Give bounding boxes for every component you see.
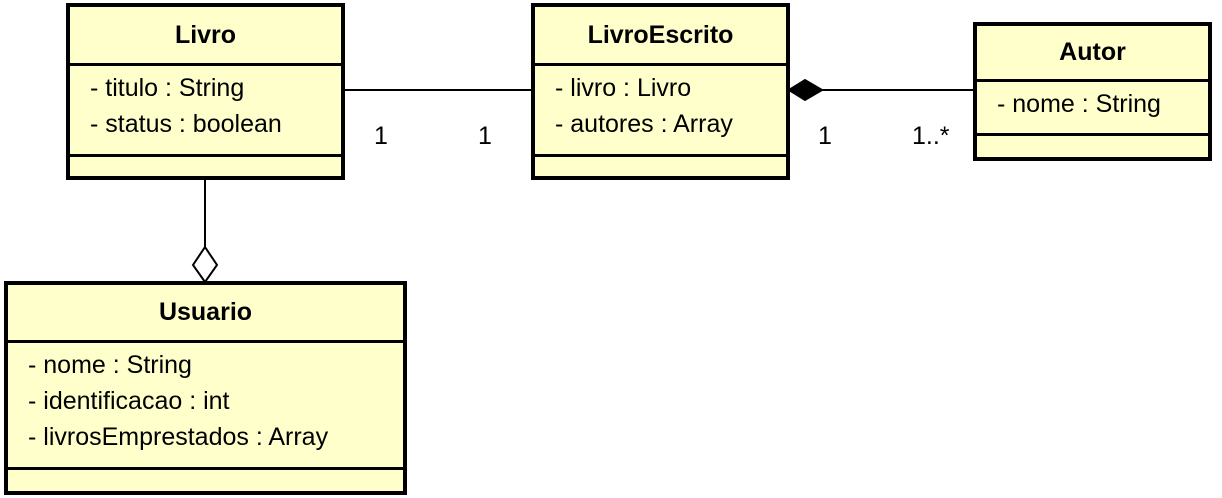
attribute-status: - status : boolean bbox=[90, 110, 282, 138]
class-autor-attributes: - nome : String bbox=[977, 82, 1208, 136]
class-livroescrito-name: LivroEscrito bbox=[535, 7, 786, 66]
multiplicity-composition-whole: 1 bbox=[818, 122, 832, 150]
class-livro-methods bbox=[70, 157, 341, 176]
class-autor-name: Autor bbox=[977, 26, 1208, 82]
class-livro[interactable]: Livro - titulo : String - status : boole… bbox=[66, 3, 345, 180]
multiplicity-livro-end: 1 bbox=[374, 122, 388, 150]
attribute-autores: - autores : Array bbox=[555, 110, 733, 138]
class-usuario[interactable]: Usuario - nome : String - identificacao … bbox=[4, 281, 407, 495]
class-livro-name: Livro bbox=[70, 7, 341, 66]
multiplicity-autor-end: 1..* bbox=[912, 122, 950, 150]
class-usuario-attributes: - nome : String - identificacao : int - … bbox=[8, 343, 403, 470]
attribute-nome: - nome : String bbox=[28, 351, 192, 379]
class-autor-methods bbox=[977, 136, 1208, 157]
multiplicity-livroescrito-end: 1 bbox=[478, 122, 492, 150]
class-usuario-methods bbox=[8, 470, 403, 491]
attribute-identificacao: - identificacao : int bbox=[28, 387, 230, 415]
class-autor[interactable]: Autor - nome : String bbox=[973, 22, 1212, 161]
class-livro-attributes: - titulo : String - status : boolean bbox=[70, 66, 341, 157]
composition-diamond-icon bbox=[787, 78, 824, 102]
aggregation-diamond-icon bbox=[191, 245, 219, 284]
attribute-nome: - nome : String bbox=[997, 90, 1161, 118]
attribute-livros-emprestados: - livrosEmprestados : Array bbox=[28, 423, 329, 451]
class-livroescrito-attributes: - livro : Livro - autores : Array bbox=[535, 66, 786, 157]
class-livroescrito-methods bbox=[535, 157, 786, 176]
attribute-titulo: - titulo : String bbox=[90, 74, 245, 102]
attribute-livro: - livro : Livro bbox=[555, 74, 692, 102]
class-livroescrito[interactable]: LivroEscrito - livro : Livro - autores :… bbox=[531, 3, 790, 180]
class-usuario-name: Usuario bbox=[8, 285, 403, 343]
